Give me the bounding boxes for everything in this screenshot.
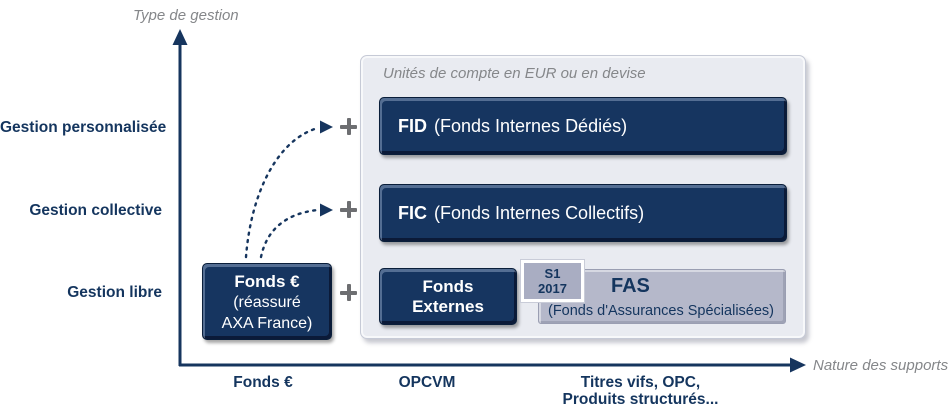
fonds-eur-box-subtitle-line1: (réassuré: [233, 294, 301, 311]
fid-box: FID (Fonds Internes Dédiés): [379, 97, 787, 155]
x-label-titres-line2: Produits structurés...: [562, 391, 719, 408]
y-axis-arrowhead-icon: [172, 29, 188, 45]
x-axis-label: Nature des supports: [813, 357, 948, 374]
fas-box: FAS (Fonds d'Assurances Spécialisées): [538, 269, 786, 324]
fas-name: (Fonds d'Assurances Spécialisées): [547, 303, 774, 319]
fid-name: (Fonds Internes Dédiés): [434, 115, 628, 136]
fonds-externes-box: Fonds Externes: [379, 268, 517, 325]
plus-icon: [340, 201, 357, 218]
dotted-arrow-to-fid: [244, 126, 320, 259]
fonds-eur-box-title: Fonds €: [234, 272, 300, 291]
fas-abbr: FAS: [611, 275, 650, 297]
panel-title: Unités de compte en EUR ou en devise: [383, 65, 646, 82]
fic-abbr: FIC: [398, 202, 427, 223]
plus-icon: [340, 118, 357, 135]
fid-abbr: FID: [398, 115, 427, 136]
row-label-gestion-personnalisee: Gestion personnalisée: [0, 119, 167, 136]
x-label-opcvm: OPCVM: [398, 374, 456, 391]
fonds-eur-box-subtitle-line2: AXA France): [221, 315, 313, 332]
s1-badge-line1: S1: [544, 266, 561, 281]
x-label-fonds-eur: Fonds €: [233, 374, 293, 391]
s1-badge-line2: 2017: [538, 281, 567, 296]
x-label-titres: Titres vifs, OPC, Produits structurés...: [538, 374, 743, 408]
fic-name: (Fonds Internes Collectifs): [434, 202, 645, 223]
x-label-titres-line1: Titres vifs, OPC,: [580, 374, 701, 391]
fonds-externes-line1: Fonds: [422, 276, 474, 296]
dotted-arrow-to-fic: [259, 208, 320, 259]
x-axis-arrowhead-icon: [790, 357, 806, 373]
dotted-arrowhead-fid-icon: [320, 120, 333, 134]
fonds-externes-line2: Externes: [412, 296, 484, 316]
row-label-gestion-collective: Gestion collective: [29, 202, 162, 219]
fonds-eur-box: Fonds € (réassuré AXA France): [202, 263, 332, 340]
y-axis-label: Type de gestion: [133, 7, 239, 24]
row-label-gestion-libre: Gestion libre: [67, 284, 162, 301]
fic-box: FIC (Fonds Internes Collectifs): [379, 184, 787, 242]
s1-2017-badge: S1 2017: [521, 260, 584, 302]
plus-icon: [340, 284, 357, 301]
dotted-arrowhead-fic-icon: [320, 203, 333, 217]
unites-de-compte-panel: Unités de compte en EUR ou en devise FID…: [360, 55, 806, 339]
